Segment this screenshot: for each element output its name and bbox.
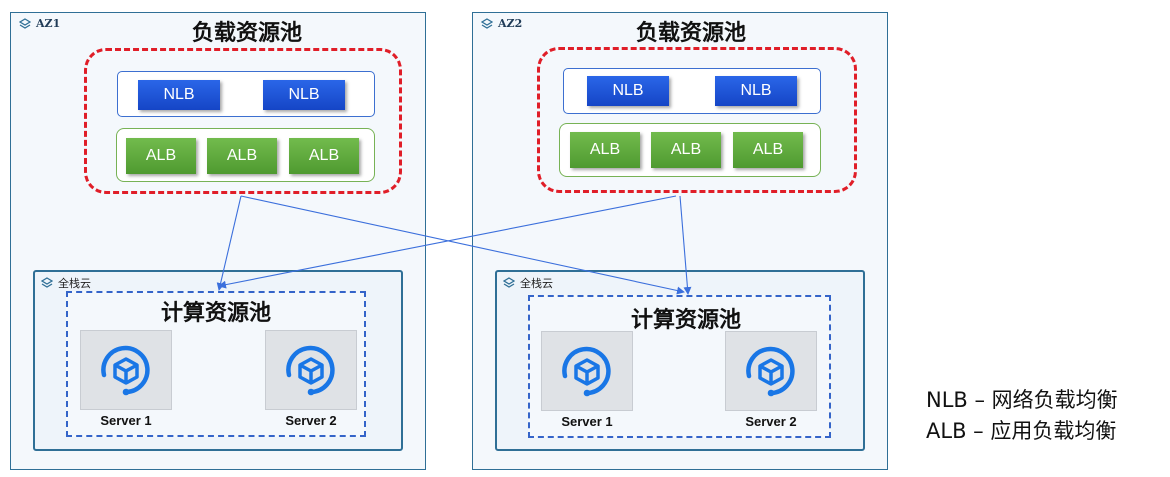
nlb-node: NLB [138,80,220,110]
server-cube-icon [101,345,150,396]
layers-icon [481,17,493,29]
compute-pool-title: 计算资源池 [160,301,272,326]
link-az2-to-compute2 [679,195,692,295]
legend-alb: ALB – 应用负载均衡 [926,419,1117,443]
server-label: Server 1 [561,414,613,429]
layers-icon [19,17,31,29]
lb-pool-title: 负载资源池 [635,21,747,46]
server-card [80,330,172,410]
server-card [265,330,357,410]
lb-resource-pool [84,48,402,194]
alb-node: ALB [207,138,277,174]
server-label: Server 2 [745,414,797,429]
lb-pool-title: 负载资源池 [191,21,303,46]
layers-icon [503,277,515,288]
lb-resource-pool [537,47,857,193]
zone-label: AZ2 [481,17,522,30]
alb-node: ALB [289,138,359,174]
server-card [725,331,817,411]
zone-label-text: AZ1 [36,17,61,30]
server-cube-icon [286,345,335,396]
compute-pool-title: 计算资源池 [630,308,742,333]
server-cube-icon [746,346,795,397]
nlb-node: NLB [263,80,345,110]
link-az1-to-compute2 [240,195,685,295]
server-cube-icon [562,346,611,397]
alb-node: ALB [733,132,803,168]
nlb-node: NLB [715,76,797,106]
link-az2-to-compute1 [218,195,677,289]
stack-label: 全栈云 [503,275,553,291]
zone-label-text: AZ2 [498,17,523,30]
legend-nlb: NLB – 网络负载均衡 [926,388,1118,412]
server-card [541,331,633,411]
zone-label: AZ1 [19,17,60,30]
link-az1-to-compute1 [216,195,242,291]
stack-label-text: 全栈云 [520,277,553,290]
alb-node: ALB [570,132,640,168]
alb-node: ALB [651,132,721,168]
server-label: Server 2 [285,413,337,428]
alb-node: ALB [126,138,196,174]
layers-icon [41,277,53,288]
stack-label-text: 全栈云 [58,277,91,290]
stack-label: 全栈云 [41,275,91,291]
server-label: Server 1 [100,413,152,428]
nlb-node: NLB [587,76,669,106]
